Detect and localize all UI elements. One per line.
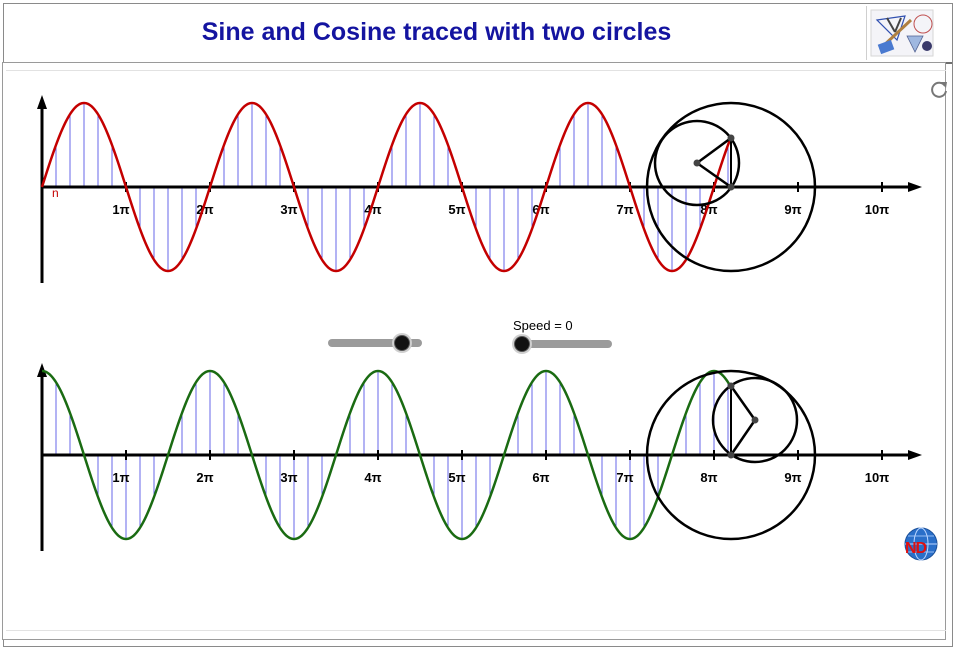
badge-label: ND [905,540,927,557]
bottom-joint-point [727,451,735,459]
bottom-tick-label: 9π [784,470,801,485]
top-tick-label: 7π [616,202,633,217]
top-tick-label: 9π [784,202,801,217]
bottom-curve [41,369,733,541]
top-arm [696,136,732,165]
bottom-tick-label: 5π [448,470,465,485]
top-curve [40,101,733,273]
top-joint-point [727,134,735,142]
origin-label: n [52,186,59,200]
top-tick-label: 5π [448,202,465,217]
bottom-y-axis-arrow [37,363,47,377]
top-tick-label: 3π [280,202,297,217]
bottom-tick-label: 10π [865,470,889,485]
bottom-joint-point [751,416,759,424]
bottom-tick-label: 4π [364,470,381,485]
geometry-tools-logo-icon [866,6,937,60]
bottom-tick-label: 7π [616,470,633,485]
bottom-arm [729,385,757,421]
bottom-x-axis-arrow [908,450,922,460]
bottom-tick-label: 8π [700,470,717,485]
bottom-small-circle [711,376,799,464]
top-joint-point [727,183,735,191]
bottom-tick-label: 1π [112,470,129,485]
divider [6,70,946,71]
slider-knob[interactable] [514,336,530,352]
top-tick-label: 10π [865,202,889,217]
top-arm [696,161,732,189]
page-title: Sine and Cosine traced with two circles [201,18,672,46]
divider [6,630,946,631]
bottom-tick-label: 2π [196,470,213,485]
applet-area[interactable] [2,62,946,640]
speed-label: Speed = 0 [513,318,573,333]
top-big-circle [645,101,817,273]
speed-slider[interactable] [514,336,612,352]
top-joint-point [693,159,701,167]
top-tick-label: 1π [112,202,129,217]
bottom-big-circle [645,369,817,541]
bottom-tick-label: 6π [532,470,549,485]
bottom-arm [729,419,757,456]
slider-knob[interactable] [394,335,411,351]
angle-slider[interactable] [328,335,422,351]
top-small-circle [653,119,741,207]
refresh-icon[interactable] [928,78,950,100]
bottom-tick-label: 3π [280,470,297,485]
bottom-joint-point [727,382,735,390]
top-y-axis-arrow [37,95,47,109]
globe-badge-icon[interactable] [903,526,939,562]
top-x-axis-arrow [908,182,922,192]
